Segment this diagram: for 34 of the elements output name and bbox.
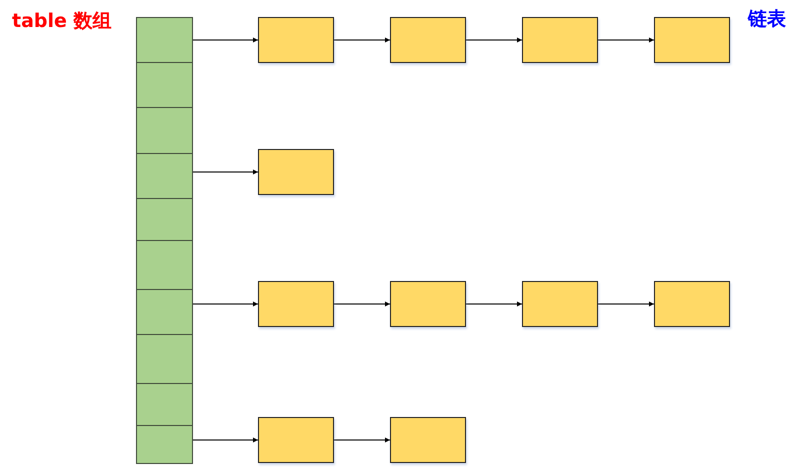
list-node-box: [390, 417, 466, 463]
arrow: [334, 438, 390, 442]
arrow: [192, 302, 258, 306]
array-cell: [136, 383, 193, 426]
heading-label: table 数组: [12, 9, 112, 34]
heading-label: 链表: [748, 7, 786, 32]
list-node-box: [258, 17, 334, 63]
array-cell: [136, 17, 193, 63]
array-cell: [136, 334, 193, 384]
array-cell: [136, 240, 193, 290]
array-cell: [136, 62, 193, 108]
array-cell: [136, 289, 193, 335]
arrow: [192, 170, 258, 174]
array-cell: [136, 107, 193, 154]
arrow: [334, 302, 390, 306]
arrow: [598, 38, 654, 42]
arrow: [466, 38, 522, 42]
list-node-box: [654, 281, 730, 327]
list-node-box: [390, 281, 466, 327]
list-node-box: [258, 149, 334, 195]
array-cell: [136, 425, 193, 464]
arrow: [334, 38, 390, 42]
list-node-box: [654, 17, 730, 63]
list-node-box: [390, 17, 466, 63]
array-cell: [136, 198, 193, 241]
list-node-box: [522, 281, 598, 327]
arrow: [466, 302, 522, 306]
array-cell: [136, 153, 193, 199]
arrow: [598, 302, 654, 306]
list-node-box: [522, 17, 598, 63]
list-node-box: [258, 281, 334, 327]
arrow: [192, 38, 258, 42]
list-node-box: [258, 417, 334, 463]
arrow: [192, 438, 258, 442]
